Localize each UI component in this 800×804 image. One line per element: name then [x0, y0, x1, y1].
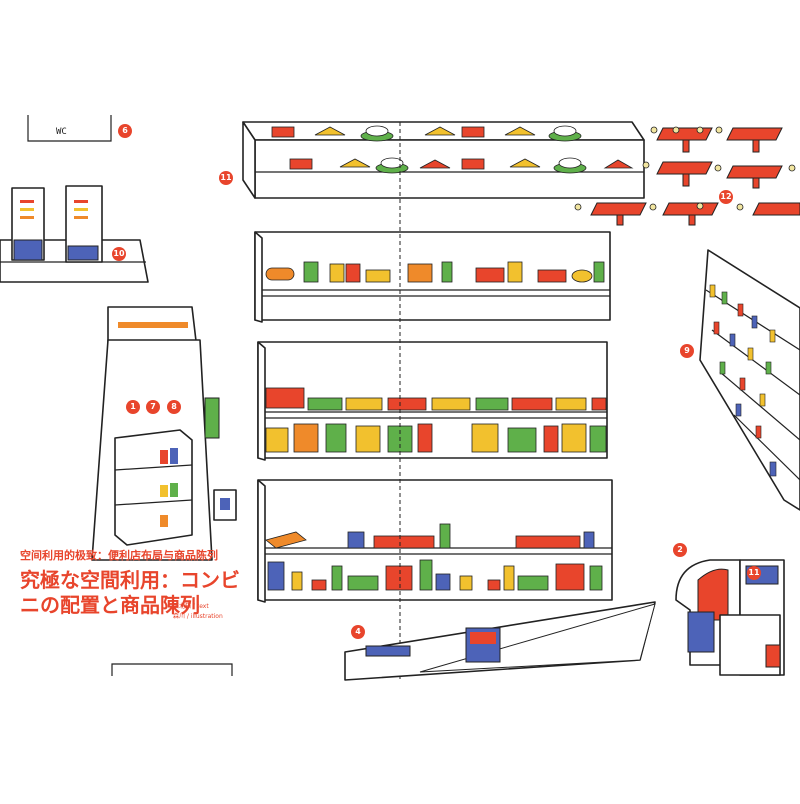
marker-12: 12: [719, 190, 733, 204]
marker-4: 4: [351, 625, 365, 639]
wall-drink-shelf: [699, 249, 800, 511]
marker-9: 10: [112, 247, 126, 261]
marker-6: 7: [146, 400, 160, 414]
marker-5: 6: [118, 124, 132, 138]
marker-2: 2: [673, 543, 687, 557]
marker-1: 1: [126, 400, 140, 414]
wc-door: [27, 115, 112, 142]
marker-11: 11: [219, 171, 233, 185]
checkout-counter: [344, 601, 656, 681]
gondola-stationery-drinks: [257, 479, 613, 603]
credit-text: 西北猫 / text: [173, 603, 209, 610]
subtitle-zh: 空间利用的极致：便利店布局与商品陈列: [20, 549, 218, 562]
page-title: 究極な空間利用：コンビニの配置と商品陳列: [20, 568, 240, 617]
coffee-counter: [0, 185, 149, 283]
credit-illustration: 森川 / illustration: [173, 613, 223, 620]
gondola-noodles-snacks: [257, 341, 608, 461]
gondola-bread: [254, 231, 611, 323]
wc-label: WC: [56, 127, 67, 137]
sandwich-shelf: [242, 121, 645, 199]
marker-10: 11: [747, 566, 761, 580]
hot-food-island: [91, 306, 237, 561]
marker-8: 9: [680, 344, 694, 358]
eat-in-area: [590, 127, 800, 226]
stools: [574, 126, 796, 211]
atm-and-copier: [675, 559, 785, 676]
marker-7: 8: [167, 400, 181, 414]
bottom-fixture: [111, 663, 233, 676]
